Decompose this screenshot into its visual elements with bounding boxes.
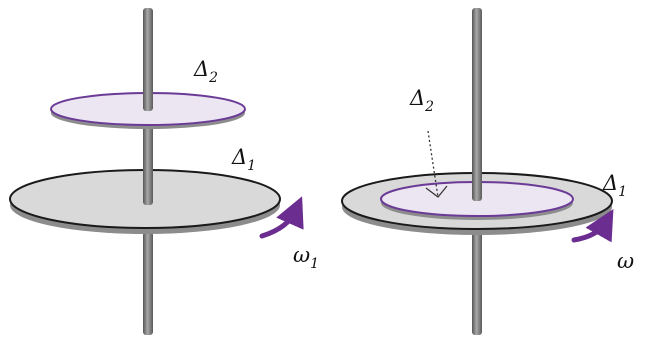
right-rotation-arrow <box>571 208 614 243</box>
right-axle-top <box>472 8 482 201</box>
left-rotation-arrow <box>259 196 304 239</box>
right-axle-lower <box>472 232 482 335</box>
right-figure: Δ2 Δ1 ω <box>341 8 634 335</box>
left-disc-delta2-label: Δ2 <box>193 57 218 86</box>
right-omega-label: ω <box>617 249 634 273</box>
left-disc-delta1-label: Δ1 <box>231 145 256 174</box>
left-axle-middle <box>143 125 153 205</box>
right-delta2-leader <box>427 130 439 198</box>
right-delta2-leader-head <box>425 185 448 198</box>
left-figure: Δ2 Δ1 ω1 <box>9 8 319 335</box>
right-disc-delta2-label: Δ2 <box>409 86 434 115</box>
left-axle-lower <box>143 232 153 335</box>
left-omega-label: ω1 <box>293 243 319 272</box>
right-disc-delta1-label: Δ1 <box>602 171 627 200</box>
left-axle-top <box>143 8 153 111</box>
